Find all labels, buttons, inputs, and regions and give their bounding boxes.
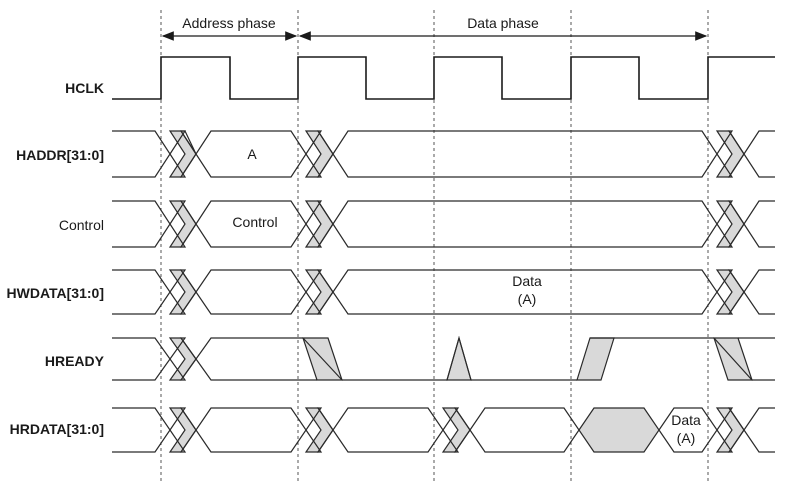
hwdata-value-line2: (A) <box>518 291 537 307</box>
address-phase-label: Address phase <box>182 15 276 31</box>
signal-labels: HCLK HADDR[31:0] Control HWDATA[31:0] HR… <box>7 80 105 437</box>
hwdata-label: HWDATA[31:0] <box>7 285 104 301</box>
haddr-label: HADDR[31:0] <box>16 147 104 163</box>
address-phase-arrow: Address phase <box>161 15 298 41</box>
hclk-waveform <box>112 56 775 100</box>
control-value: Control <box>232 214 277 230</box>
hready-waveform <box>112 335 775 381</box>
hwdata-value-line1: Data <box>512 273 542 289</box>
hwdata-waveform: Data (A) <box>112 269 775 315</box>
haddr-waveform: A <box>112 130 775 178</box>
hrdata-value-line2: (A) <box>677 430 696 446</box>
haddr-value: A <box>247 146 257 162</box>
control-waveform: Control <box>112 200 775 248</box>
data-phase-arrow: Data phase <box>298 15 708 41</box>
hclk-label: HCLK <box>65 80 104 96</box>
hrdata-label: HRDATA[31:0] <box>10 421 104 437</box>
hrdata-value-line1: Data <box>671 412 701 428</box>
data-phase-label: Data phase <box>467 15 539 31</box>
hrdata-waveform: Data (A) <box>112 407 775 453</box>
control-label: Control <box>59 217 104 233</box>
hready-label: HREADY <box>45 353 105 369</box>
